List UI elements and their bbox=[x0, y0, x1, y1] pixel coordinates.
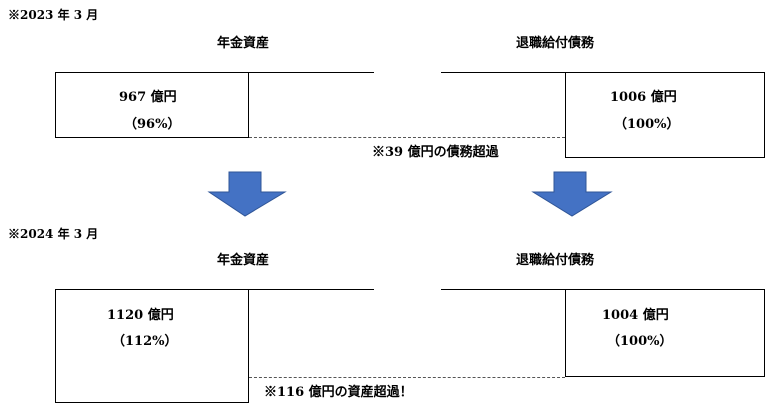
date-label-2023: ※2023 年 3 月 bbox=[8, 8, 99, 22]
asset-pct-2023: （96%） bbox=[124, 117, 181, 132]
asset-value-2024: 1120 億円 bbox=[107, 308, 174, 323]
asset-heading-2023: 年金資産 bbox=[217, 36, 270, 51]
gap-note-2024: ※116 億円の資産超過！ bbox=[264, 385, 413, 400]
down-arrow-right-shape bbox=[531, 171, 613, 217]
gap-note-2023: ※39 億円の債務超過 bbox=[372, 145, 499, 160]
asset-box-2023: 967 億円 （96%） bbox=[55, 72, 249, 138]
asset-heading-2024: 年金資産 bbox=[217, 253, 270, 268]
gap-dashed-line-2024 bbox=[249, 377, 565, 378]
liability-box-2024: 1004 億円 （100%） bbox=[565, 289, 765, 377]
down-arrow-left-shape bbox=[207, 171, 287, 217]
gap-dashed-line-2023 bbox=[249, 137, 565, 138]
down-arrow-icon bbox=[207, 171, 287, 217]
liability-heading-2023: 退職給付債務 bbox=[516, 36, 595, 51]
asset-pct-2024: （112%） bbox=[112, 334, 178, 349]
liability-pct-2024: （100%） bbox=[607, 334, 673, 349]
liability-pct-2023: （100%） bbox=[614, 117, 680, 132]
liability-value-2023: 1006 億円 bbox=[610, 90, 677, 105]
date-label-2024: ※2024 年 3 月 bbox=[8, 227, 99, 241]
down-arrow-icon bbox=[531, 171, 613, 217]
asset-value-2023: 967 億円 bbox=[119, 90, 177, 105]
liability-box-2023: 1006 億円 （100%） bbox=[565, 72, 765, 158]
asset-box-2024: 1120 億円 （112%） bbox=[55, 289, 249, 403]
liability-heading-2024: 退職給付債務 bbox=[516, 253, 595, 268]
liability-value-2024: 1004 億円 bbox=[602, 308, 669, 323]
